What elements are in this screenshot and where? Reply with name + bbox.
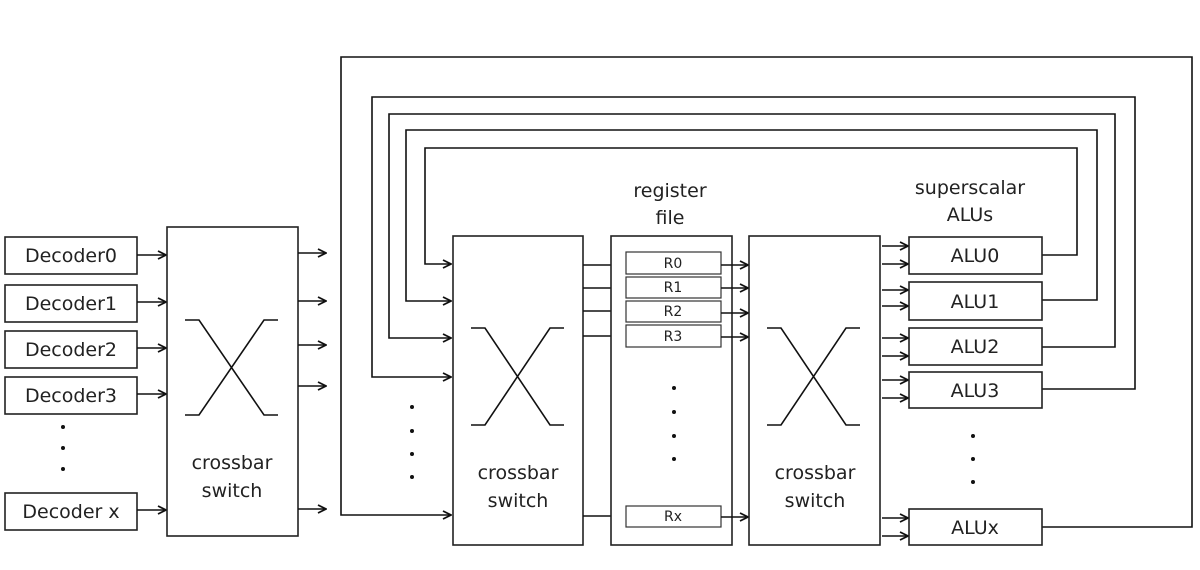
decoder-3-label: Decoder3 — [25, 385, 117, 407]
feedback-paths — [340, 56, 1193, 528]
feedback-alu3 — [371, 96, 1136, 390]
decoder-1-box — [4, 284, 138, 323]
decoder-ellipsis — [61, 425, 65, 471]
input-ellipsis — [410, 405, 414, 479]
decoder-arrows — [137, 255, 166, 510]
register-file-title-line1: register — [633, 180, 706, 202]
decoder-x-label: Decoder x — [22, 501, 119, 523]
alu-ellipsis — [971, 434, 975, 484]
alu-0-box — [908, 236, 1043, 275]
alu-x-label: ALUx — [951, 517, 999, 539]
alu-3-label: ALU3 — [951, 380, 1000, 402]
register-r2 — [625, 300, 722, 323]
feedback-alu0 — [424, 147, 1078, 264]
alu-1-box — [908, 281, 1043, 321]
alu-2-label: ALU2 — [951, 336, 1000, 358]
register-file-title-line2: file — [656, 207, 685, 229]
crossbar-x-icon — [767, 327, 860, 426]
crossbar-x-icon — [185, 319, 278, 416]
crossbar-switch-3: crossbar switch — [748, 235, 908, 546]
alu-2-box — [908, 327, 1043, 366]
crossbar-1-label-line2: switch — [202, 480, 263, 502]
alus-title-line1: superscalar — [915, 177, 1025, 199]
decoder-0-box — [4, 236, 138, 275]
register-r2-label: R2 — [664, 304, 683, 320]
crossbar-switch-2: crossbar switch — [452, 235, 625, 546]
register-r0-label: R0 — [664, 256, 683, 272]
feedback-alu1 — [405, 129, 1098, 301]
crossbar-switch-1: crossbar switch — [166, 226, 326, 537]
alu-3-box — [908, 371, 1043, 409]
decoder-2-box — [4, 330, 138, 369]
register-r3-label: R3 — [664, 329, 683, 345]
register-r0 — [625, 251, 722, 275]
crossbar-3-label-line1: crossbar — [775, 462, 856, 484]
crossbar-2-label-line1: crossbar — [478, 462, 559, 484]
decoder-3-box — [4, 376, 138, 415]
decoder-x-box — [4, 492, 138, 531]
crossbar-2-label-line2: switch — [488, 490, 549, 512]
crossbar-3-label-line2: switch — [785, 490, 846, 512]
alu-x-box — [908, 508, 1043, 546]
decoder-1-label: Decoder1 — [25, 293, 117, 315]
crossbar-1-label-line1: crossbar — [192, 452, 273, 474]
feedback-alux — [340, 56, 1193, 528]
decoder-0-label: Decoder0 — [25, 245, 117, 267]
alu-0-label: ALU0 — [951, 245, 1000, 267]
register-ellipsis — [672, 386, 676, 461]
alu-group: superscalar ALUs ALU0 ALU1 ALU2 ALU3 ALU… — [908, 177, 1043, 546]
decoder-2-label: Decoder2 — [25, 339, 117, 361]
feedback-alu2 — [388, 113, 1116, 348]
register-r3 — [625, 324, 722, 348]
register-rx-label: Rx — [664, 509, 682, 525]
decoder-group: Decoder0 Decoder1 Decoder2 Decoder3 Deco… — [4, 236, 166, 531]
register-file: register file R0 R1 R2 R3 Rx — [610, 180, 748, 546]
alu-1-label: ALU1 — [951, 291, 1000, 313]
crossbar-x-icon — [471, 327, 564, 426]
register-r1-label: R1 — [664, 280, 683, 296]
alus-title-line2: ALUs — [947, 204, 993, 226]
